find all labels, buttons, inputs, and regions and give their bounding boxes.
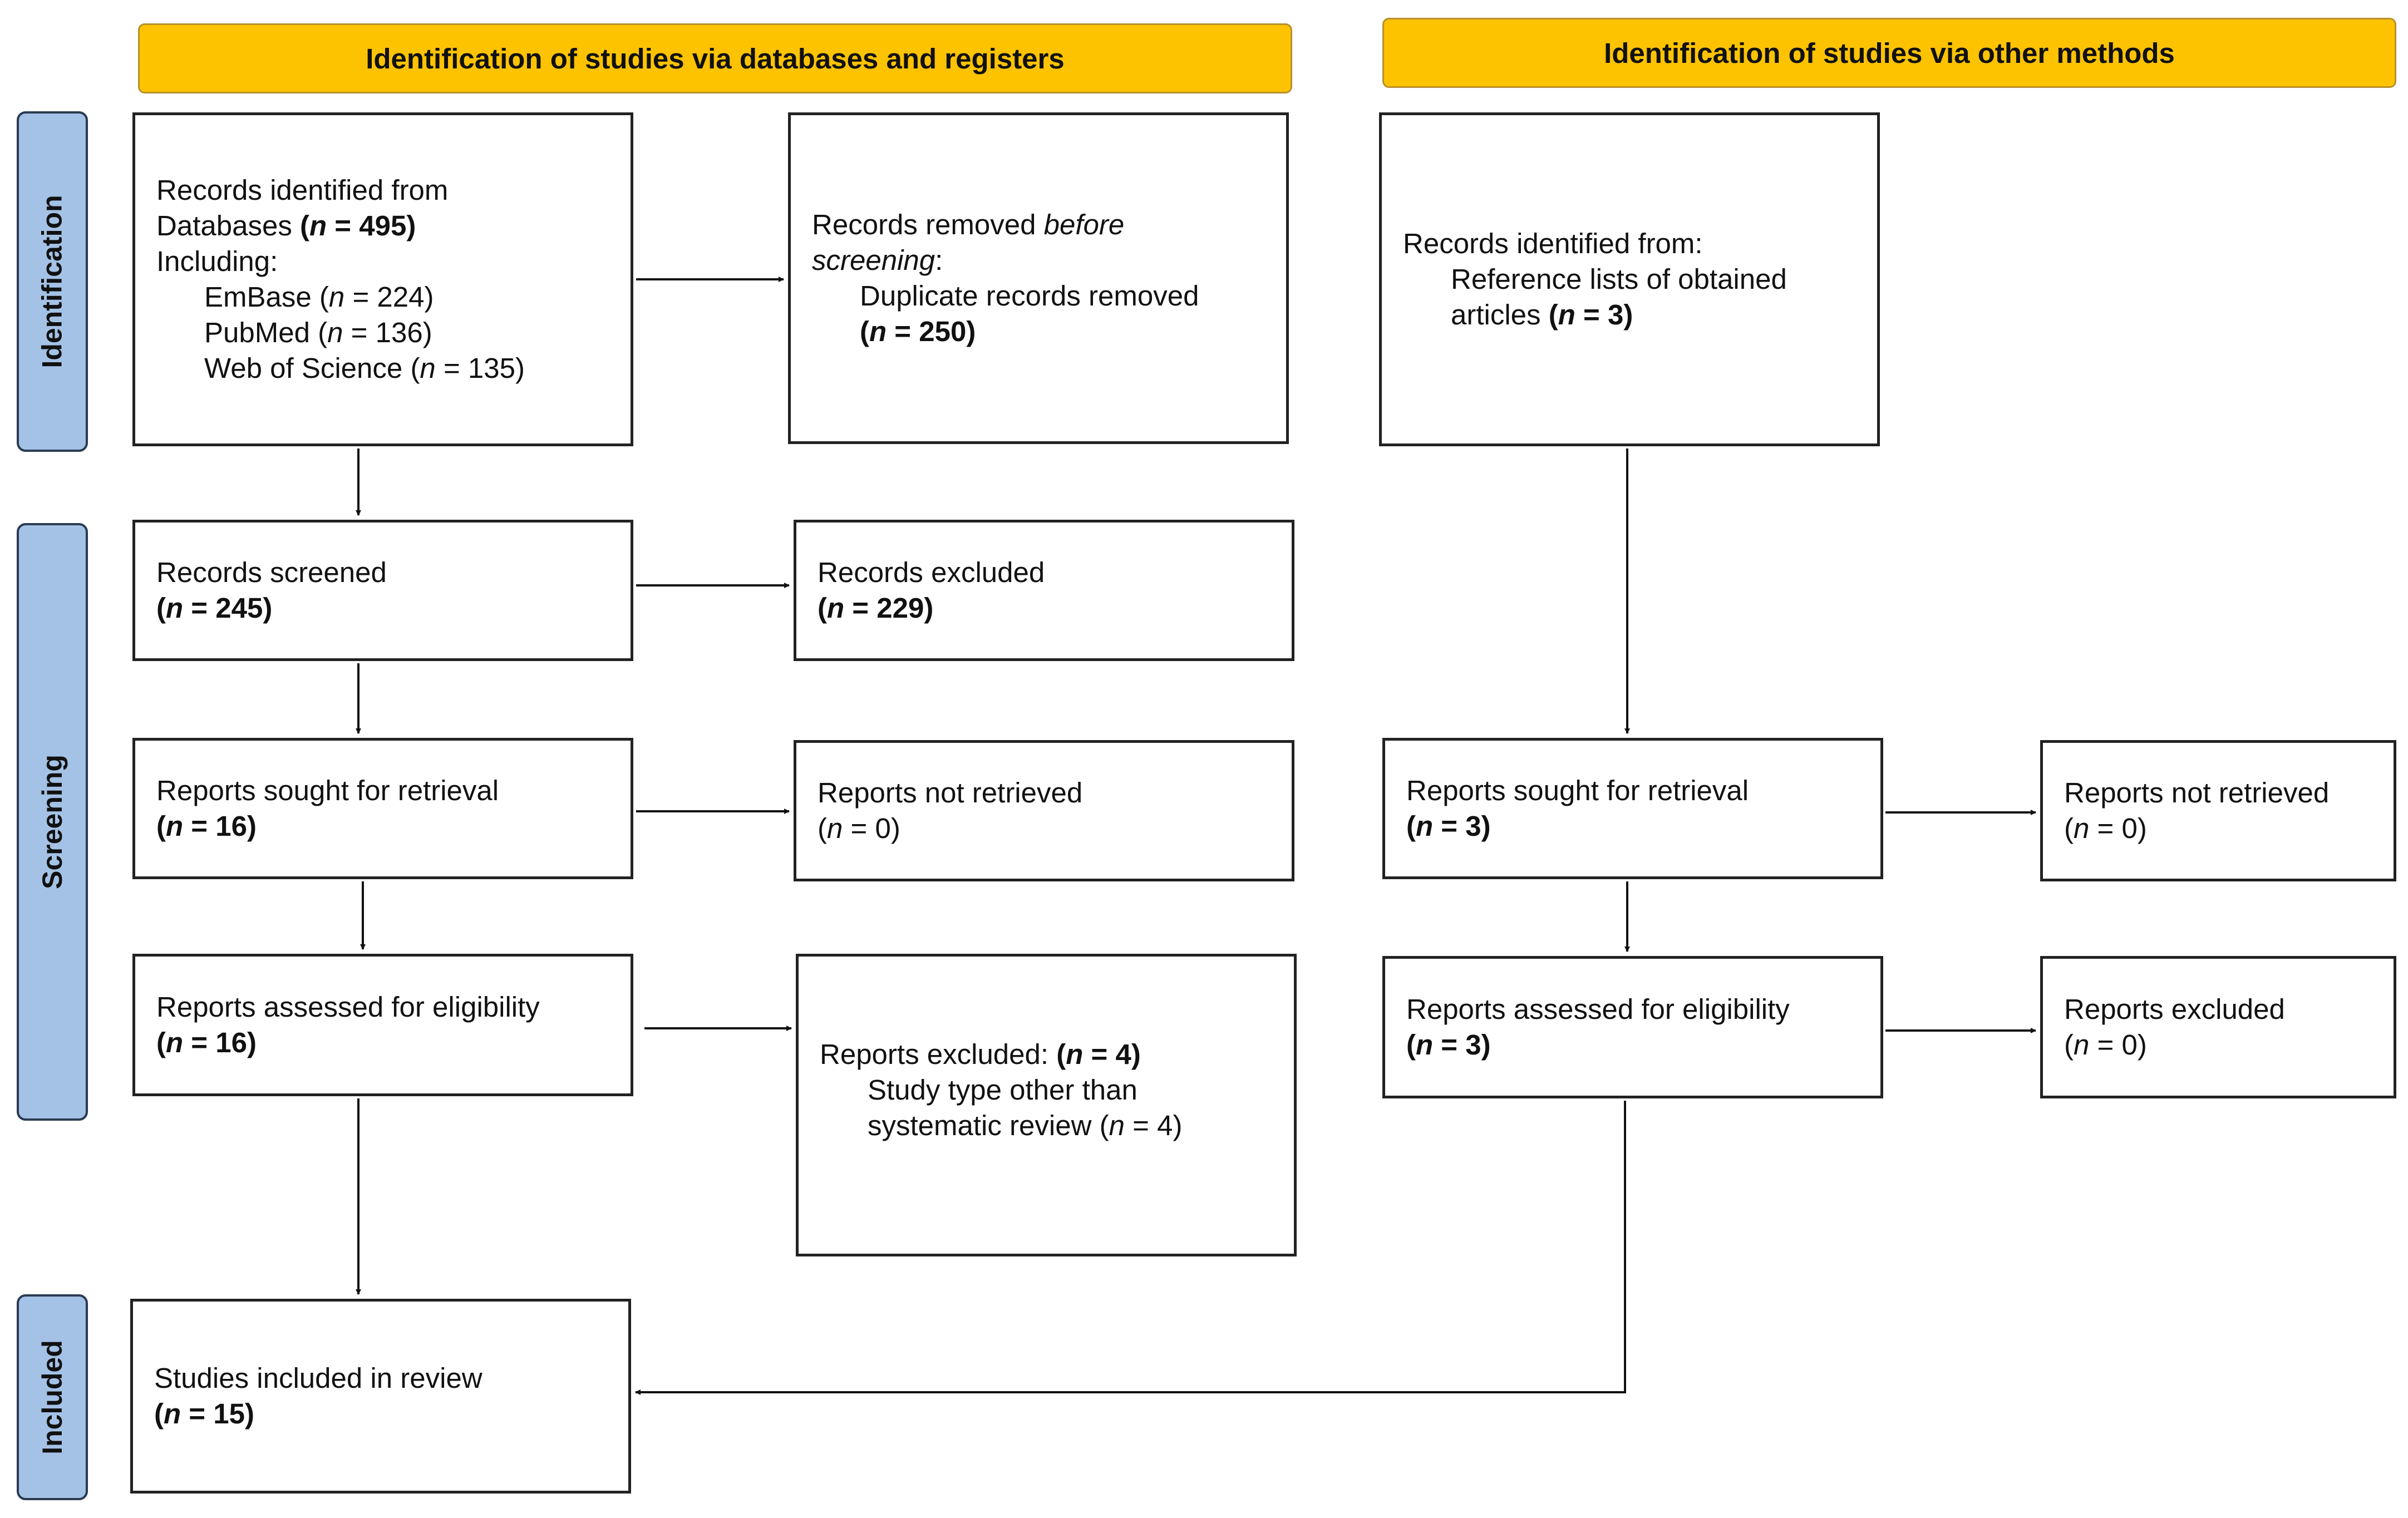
italic-text: screening — [812, 244, 935, 276]
header-databases: Identification of studies via databases … — [138, 23, 1292, 93]
reports-assessed-right-box: Reports assessed for eligibility (n = 3) — [1382, 956, 1883, 1098]
box-label: Records identified from: — [1403, 228, 1703, 259]
database-name: Web of Science — [204, 352, 403, 384]
count-label: (n = 16) — [156, 810, 257, 842]
exclusion-reason: Study type other than — [868, 1074, 1137, 1106]
reports-not-retrieved-right-box: Reports not retrieved (n = 0) — [2040, 740, 2396, 881]
box-label: Reports excluded: — [820, 1038, 1057, 1070]
database-name: EmBase — [204, 281, 312, 313]
box-label: Reports not retrieved — [818, 777, 1083, 809]
reports-assessed-left-box: Reports assessed for eligibility (n = 16… — [132, 954, 633, 1096]
database-name: PubMed — [204, 317, 310, 348]
count-label: (n = 3) — [1406, 810, 1491, 842]
text-line: Including: — [156, 245, 278, 277]
count-label: (n = 250) — [860, 316, 976, 347]
box-label: Reports not retrieved — [2064, 777, 2330, 809]
phase-identification: Identification — [17, 111, 88, 452]
box-label: Studies included in review — [154, 1362, 482, 1394]
database-count: (n = 224) — [319, 281, 434, 313]
count-label: (n = 229) — [818, 592, 934, 624]
exclusion-count: (n = 4) — [1099, 1110, 1183, 1141]
count-label: (n = 3) — [1406, 1029, 1491, 1061]
count-label: (n = 495) — [300, 210, 416, 241]
box-label: Records screened — [156, 556, 387, 588]
database-count: (n = 135) — [410, 352, 525, 384]
exclusion-reason: systematic review — [868, 1110, 1092, 1141]
reports-sought-right-box: Reports sought for retrieval (n = 3) — [1382, 738, 1883, 879]
header-other-methods: Identification of studies via other meth… — [1382, 18, 2396, 88]
database-count: (n = 136) — [318, 317, 432, 348]
header-databases-label: Identification of studies via databases … — [366, 42, 1065, 75]
records-other-box: Records identified from: Reference lists… — [1379, 112, 1880, 446]
reports-not-retrieved-left-box: Reports not retrieved (n = 0) — [794, 740, 1294, 881]
box-label: Reports assessed for eligibility — [156, 991, 540, 1023]
text-line: Databases — [156, 210, 300, 241]
count-label: (n = 4) — [1056, 1038, 1141, 1070]
records-excluded-box: Records excluded (n = 229) — [794, 520, 1294, 661]
italic-text: before — [1043, 209, 1125, 240]
reports-sought-left-box: Reports sought for retrieval (n = 16) — [132, 738, 633, 879]
arrow-assessed-right-to-included — [635, 1101, 1626, 1395]
count-label: (n = 0) — [2064, 1029, 2147, 1061]
count-label: (n = 0) — [2064, 812, 2147, 844]
header-other-label: Identification of studies via other meth… — [1604, 37, 2175, 69]
text-line: Records identified from — [156, 174, 449, 206]
count-label: (n = 0) — [818, 812, 900, 844]
studies-included-box: Studies included in review (n = 15) — [130, 1299, 631, 1494]
box-label: Reports excluded — [2064, 993, 2285, 1025]
text-line: Reference lists of obtained — [1451, 263, 1787, 295]
records-identified-box: Records identified from Databases (n = 4… — [132, 112, 633, 446]
reports-excluded-left-box: Reports excluded: (n = 4) Study type oth… — [796, 954, 1297, 1256]
box-label: Reports assessed for eligibility — [1406, 993, 1790, 1025]
records-screened-box: Records screened (n = 245) — [132, 520, 633, 661]
count-label: (n = 16) — [156, 1027, 257, 1058]
count-label: (n = 15) — [154, 1398, 254, 1430]
reports-excluded-right-box: Reports excluded (n = 0) — [2040, 956, 2396, 1098]
phase-screening: Screening — [17, 523, 88, 1121]
box-label: Reports sought for retrieval — [156, 775, 499, 806]
text-line: : — [935, 244, 943, 276]
phase-included: Included — [17, 1294, 88, 1500]
text-line: Records removed — [812, 209, 1044, 240]
box-label: Records excluded — [818, 556, 1045, 588]
text-line: Duplicate records removed — [860, 280, 1199, 312]
count-label: (n = 245) — [156, 592, 273, 624]
box-label: Reports sought for retrieval — [1406, 775, 1749, 806]
count-label: (n = 3) — [1548, 299, 1633, 331]
text-line: articles — [1451, 299, 1549, 331]
records-removed-box: Records removed before screening: Duplic… — [788, 112, 1289, 444]
